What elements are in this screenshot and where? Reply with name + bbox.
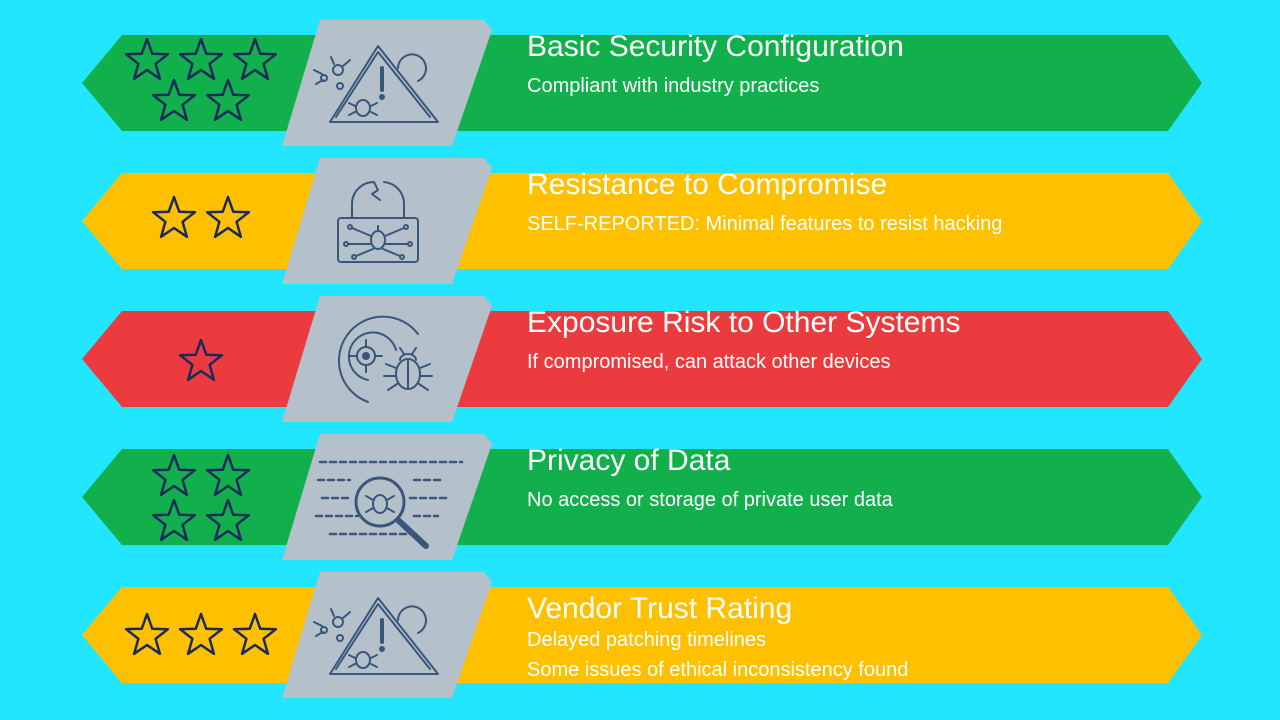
star-icon [124,612,170,656]
star-icon [232,612,278,656]
rating-subtitle-line-2: Some issues of ethical inconsistency fou… [527,659,909,681]
rating-row-basic-security: Basic Security Configuration Compliant w… [0,18,1280,148]
star-icon [178,37,224,81]
star-rating-4 [151,453,251,542]
rating-title: Privacy of Data [527,444,731,477]
star-icon [205,195,251,239]
star-icon [178,338,224,382]
rating-subtitle: SELF-REPORTED: Minimal features to resis… [527,213,1003,235]
binary-magnifier-bug-icon [314,460,464,549]
star-rating-2 [151,195,251,239]
icon-panel [282,572,492,698]
rating-title: Vendor Trust Rating [527,592,793,625]
star-icon [151,498,197,542]
target-bug-icon [337,315,433,403]
rating-subtitle: Compliant with industry practices [527,75,820,97]
star-icon [151,195,197,239]
star-icon [232,37,278,81]
star-icon [151,453,197,497]
icon-panel [282,434,492,560]
star-icon [205,498,251,542]
rating-title: Exposure Risk to Other Systems [527,306,961,339]
rating-subtitle: No access or storage of private user dat… [527,489,893,511]
warning-virus-icon [313,45,439,123]
icon-panel [282,296,492,422]
warning-virus-icon [313,597,439,675]
rating-title: Basic Security Configuration [527,30,904,63]
icon-panel [282,158,492,284]
icon-panel [282,20,492,146]
star-icon [205,453,251,497]
star-rating-1 [178,338,224,382]
rating-row-exposure-risk: Exposure Risk to Other Systems If compro… [0,294,1280,424]
broken-lock-circuit-icon [337,180,419,263]
star-icon [178,612,224,656]
star-icon [205,78,251,122]
star-rating-5 [124,37,278,122]
rating-row-privacy: Privacy of Data No access or storage of … [0,432,1280,562]
rating-row-resistance: Resistance to Compromise SELF-REPORTED: … [0,156,1280,286]
rating-row-vendor-trust: Vendor Trust Rating Delayed patching tim… [0,570,1280,700]
rating-title: Resistance to Compromise [527,168,888,201]
star-icon [124,37,170,81]
rating-subtitle: If compromised, can attack other devices [527,351,891,373]
star-icon [151,78,197,122]
rating-subtitle-line-1: Delayed patching timelines [527,629,767,651]
star-rating-3 [124,612,278,656]
